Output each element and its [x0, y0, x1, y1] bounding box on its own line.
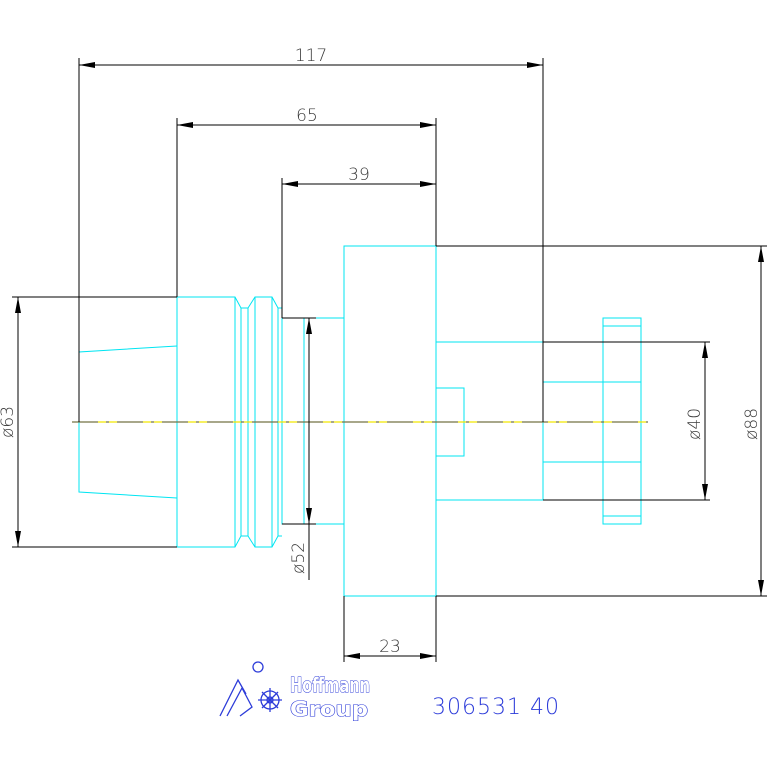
- hoffmann-group-logo: Hoffmann Group: [219, 661, 371, 722]
- logo-text-group: Group: [290, 697, 368, 721]
- flange: [343, 245, 437, 597]
- neck: [281, 317, 305, 525]
- dim-label-88: ø88: [742, 408, 762, 440]
- body-outline: [177, 296, 282, 309]
- dimension-labels: 117 65 39 23 ø63 ø52 ø40 ø88: [0, 46, 762, 657]
- dimension-lines: [12, 58, 767, 662]
- dim-label-39: 39: [348, 165, 370, 185]
- logo-mark-icon: [219, 661, 282, 717]
- part-outline: [78, 245, 642, 597]
- dim-label-63: ø63: [0, 406, 18, 438]
- dim-label-40: ø40: [685, 408, 705, 440]
- dim-label-117: 117: [295, 46, 327, 66]
- logo-text-hoffmann: Hoffmann: [290, 673, 370, 697]
- spigot: [435, 341, 544, 501]
- key-block: [602, 317, 642, 525]
- dim-label-52: ø52: [289, 542, 309, 574]
- part-number: 306531 40: [432, 695, 560, 720]
- dim-label-65: 65: [296, 106, 318, 126]
- dim-label-23: 23: [379, 637, 401, 657]
